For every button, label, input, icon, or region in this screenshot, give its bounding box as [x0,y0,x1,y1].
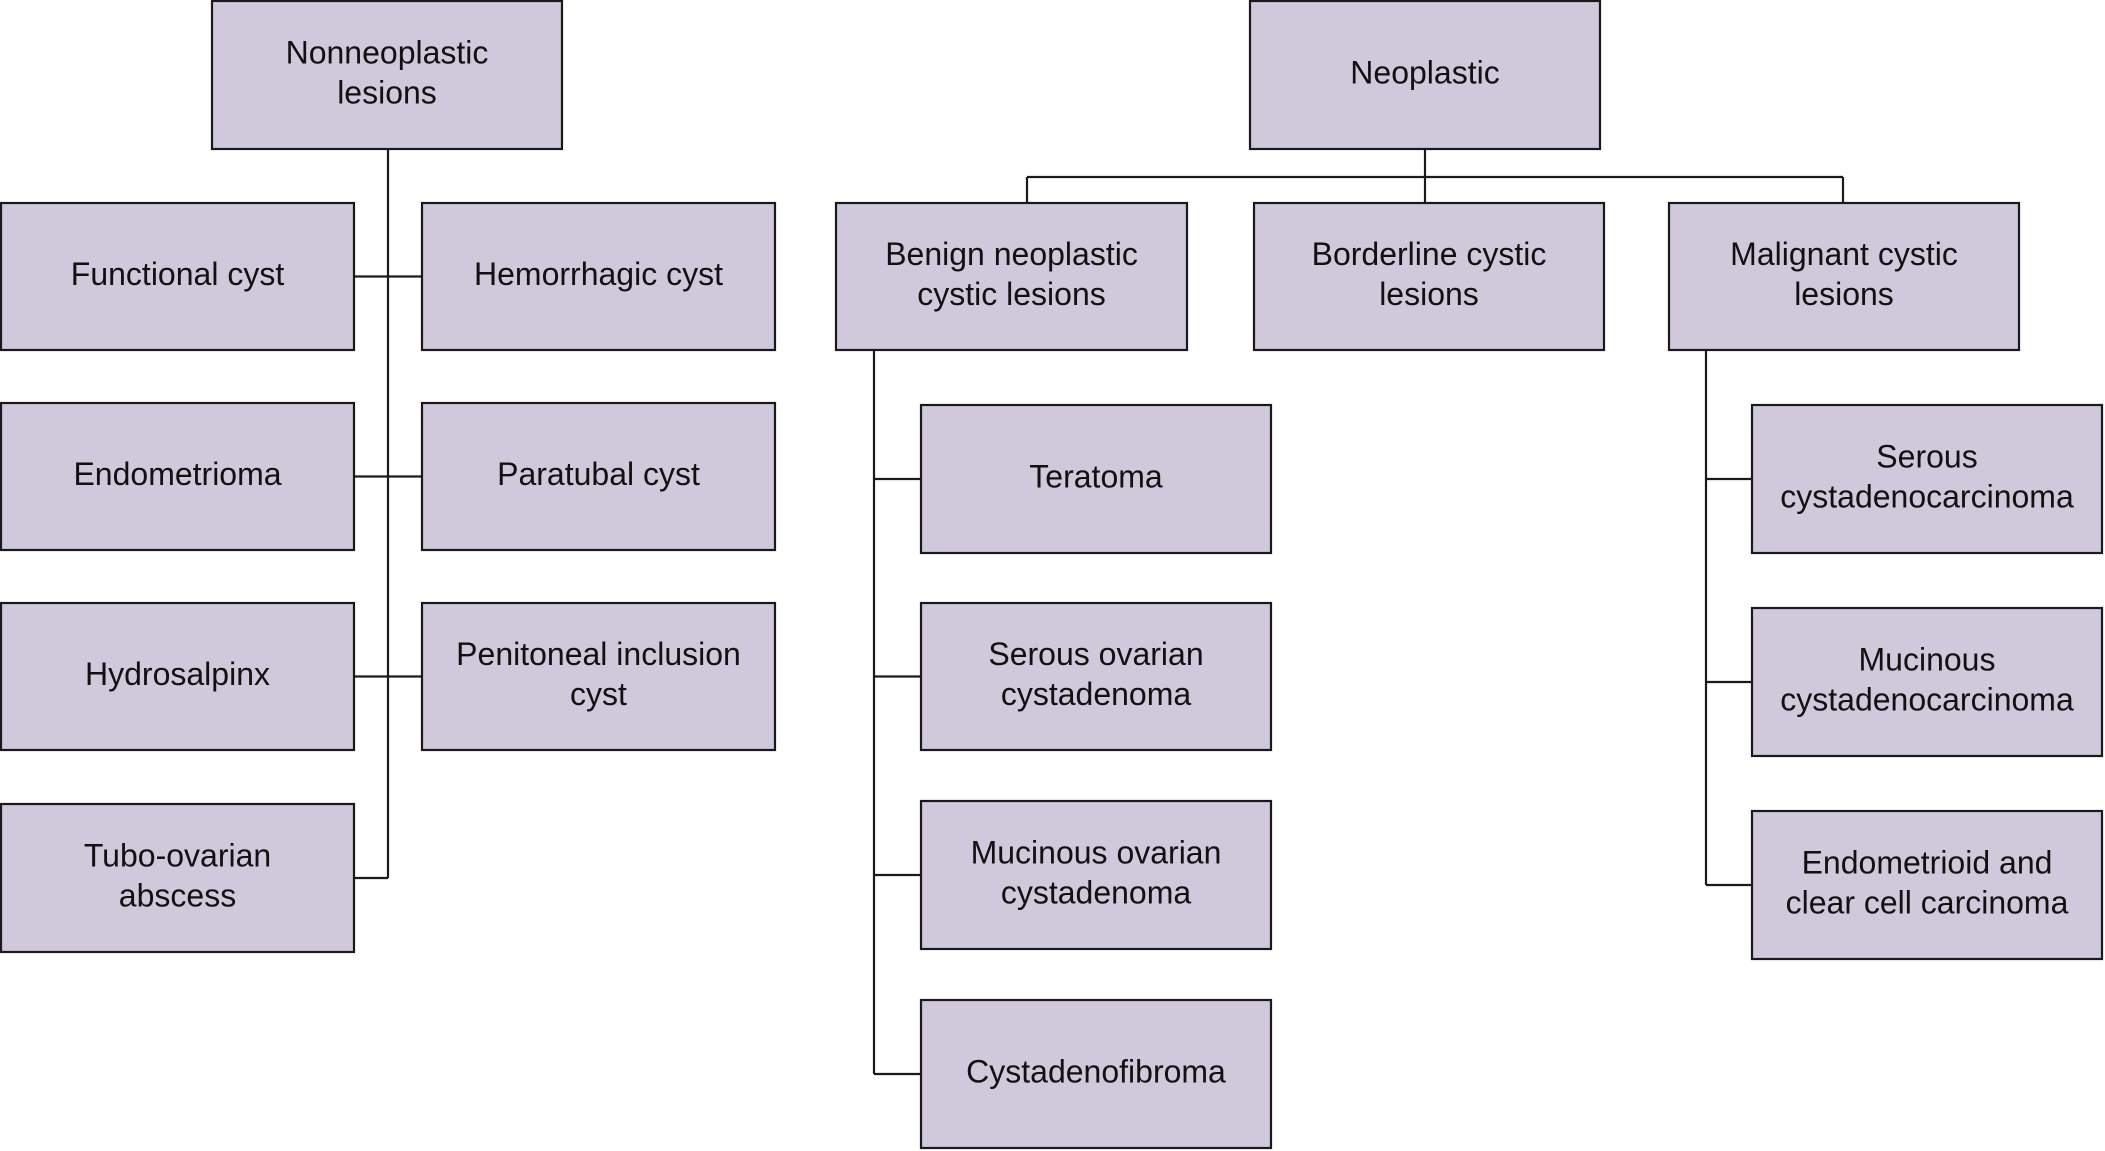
node-label: Teratoma [1029,458,1163,494]
node-label: Neoplastic [1350,54,1499,90]
node-endometrioma: Endometrioma [0,401,356,552]
node-label: Penitoneal inclusion [456,636,741,672]
node-label: Paratubal cyst [497,456,700,492]
node-label: cystic lesions [917,276,1106,312]
node-box [1667,201,2021,352]
node-box [919,998,1273,1150]
node-label: Cystadenofibroma [966,1053,1226,1089]
node-malignant-cystic-lesions: Malignant cystic lesions [1667,201,2021,352]
node-box [919,403,1273,555]
node-label: Functional cyst [71,256,285,292]
node-label: Hydrosalpinx [85,656,270,692]
node-label: cystadenocarcinoma [1780,478,2074,514]
node-box [0,601,356,752]
node-endometrioid-and-clear-cell-carcinoma: Endometrioid and clear cell carcinoma [1750,809,2104,961]
node-box [1750,403,2104,555]
node-borderline-cystic-lesions: Borderline cystic lesions [1252,201,1606,352]
node-neoplastic: Neoplastic [1248,0,1602,151]
node-label: Serous ovarian [988,636,1203,672]
node-hydrosalpinx: Hydrosalpinx [0,601,356,752]
node-functional-cyst: Functional cyst [0,201,356,352]
node-box [919,601,1273,752]
node-serous-ovarian-cystadenoma: Serous ovarian cystadenoma [919,601,1273,752]
node-label: lesions [1379,276,1479,312]
node-nonneoplastic-lesions: Nonneoplastic lesions [210,0,564,151]
node-label: Endometrioid and [1802,844,2053,880]
node-label: Borderline cystic [1312,236,1547,272]
node-label: Mucinous ovarian [971,834,1222,870]
node-box [1750,809,2104,961]
node-label: Endometrioma [73,456,281,492]
node-label: Serous [1876,438,1977,474]
node-paratubal-cyst: Paratubal cyst [420,401,777,552]
node-box [420,401,777,552]
node-mucinous-cystadenocarcinoma: Mucinous cystadenocarcinoma [1750,606,2104,758]
node-benign-neoplastic-cystic-lesions: Benign neoplastic cystic lesions [834,201,1189,352]
node-tubo-ovarian-abscess: Tubo-ovarian abscess [0,802,356,954]
node-label: cystadenoma [1001,676,1192,712]
node-cystadenofibroma: Cystadenofibroma [919,998,1273,1150]
node-box [1252,201,1606,352]
node-teratoma: Teratoma [919,403,1273,555]
connectors [354,149,1845,1076]
node-box [919,799,1273,951]
node-label: Hemorrhagic cyst [474,256,723,292]
node-box [1750,606,2104,758]
node-label: Malignant cystic [1730,236,1958,272]
node-box [420,601,777,752]
node-serous-cystadenocarcinoma: Serous cystadenocarcinoma [1750,403,2104,555]
node-label: cystadenoma [1001,874,1192,910]
node-label: lesions [1794,276,1894,312]
node-box [420,201,777,352]
node-penitoneal-inclusion-cyst: Penitoneal inclusion cyst [420,601,777,752]
node-mucinous-ovarian-cystadenoma: Mucinous ovarian cystadenoma [919,799,1273,951]
node-label: Tubo-ovarian [84,837,271,873]
node-hemorrhagic-cyst: Hemorrhagic cyst [420,201,777,352]
node-label: clear cell carcinoma [1786,884,2069,920]
node-label: Mucinous [1859,641,1996,677]
node-label: Benign neoplastic [885,236,1138,272]
node-box [0,201,356,352]
node-label: cyst [570,676,627,712]
node-box [0,802,356,954]
node-label: Nonneoplastic [286,34,489,70]
node-label: cystadenocarcinoma [1780,681,2074,717]
node-box [0,401,356,552]
node-label: lesions [337,74,437,110]
node-box [834,201,1189,352]
node-box [1248,0,1602,151]
node-label: abscess [119,877,236,913]
node-box [210,0,564,151]
